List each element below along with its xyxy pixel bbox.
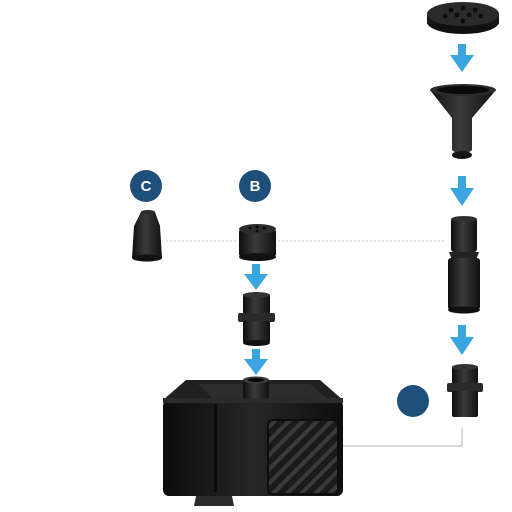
arrow-down-icon [450, 176, 474, 206]
badge-c: C [130, 170, 162, 202]
badge-b-label: B [250, 178, 261, 195]
badge-c-label: C [141, 178, 152, 195]
arrow-down-icon [450, 325, 474, 355]
nozzle-c [132, 210, 162, 262]
arrow-down-icon [450, 44, 474, 72]
water-pump-body [163, 376, 343, 506]
badge-b: B [239, 170, 271, 202]
connector-adapter-right [447, 364, 483, 417]
funnel-nozzle [430, 84, 496, 159]
arrow-down-icon [244, 264, 268, 290]
badge-a [397, 385, 429, 417]
spray-head-nozzle [427, 2, 499, 34]
nozzle-b [239, 224, 276, 261]
arrow-down-icon [244, 349, 268, 375]
extension-tube [448, 216, 480, 314]
guide-lines [166, 240, 463, 447]
connector-adapter-middle [238, 292, 275, 346]
